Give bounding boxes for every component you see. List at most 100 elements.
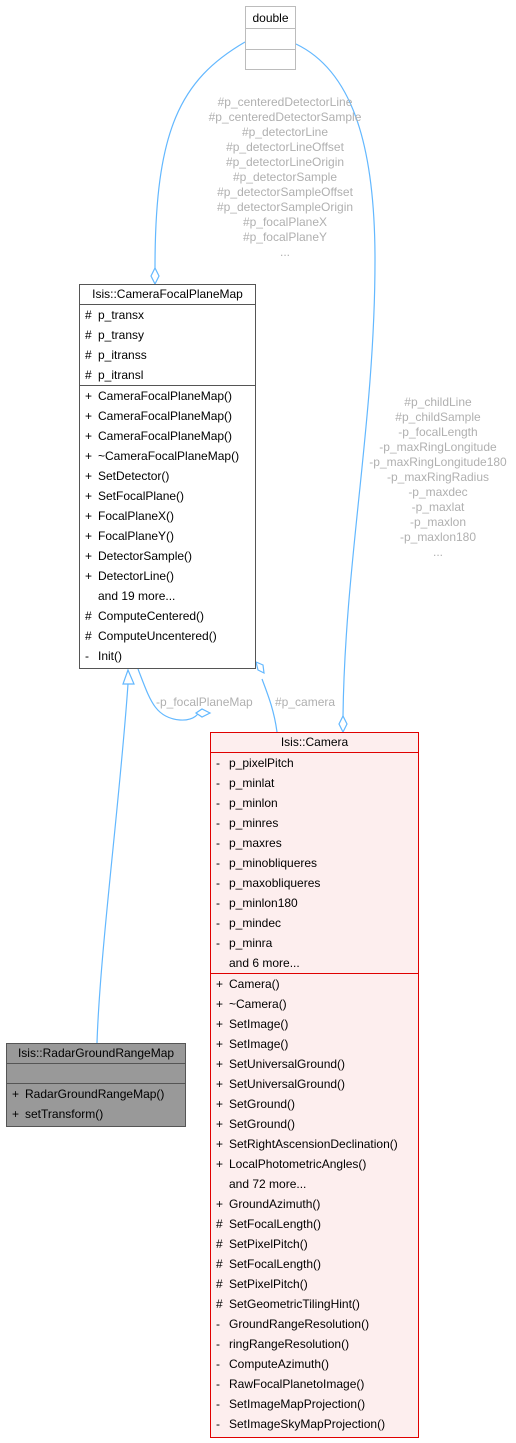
method-row[interactable]: #SetPixelPitch() (216, 1277, 308, 1291)
attribute-row[interactable]: -p_mindec (216, 916, 282, 930)
diamond-focalplanemap-double (150, 266, 160, 286)
method-row[interactable]: #ComputeUncentered() (85, 629, 217, 643)
method-row[interactable]: +CameraFocalPlaneMap() (85, 429, 233, 443)
attribute-row[interactable]: #p_transx (85, 308, 145, 322)
method-row[interactable]: +SetDetector() (85, 469, 170, 483)
attribute-row-more[interactable]: and 6 more... (229, 956, 300, 970)
method-row[interactable]: +CameraFocalPlaneMap() (85, 389, 233, 403)
attribute-row[interactable]: #p_transy (85, 328, 145, 342)
attribute-row[interactable]: #p_itranss (85, 348, 147, 362)
method-row[interactable]: +DetectorLine() (85, 569, 175, 583)
class-attributes (7, 1064, 185, 1084)
edge-label-line: #p_detectorLine (241, 125, 329, 139)
method-row[interactable]: #ComputeCentered() (85, 609, 205, 623)
method-row[interactable]: -Init() (85, 649, 122, 663)
method-row[interactable]: +SetUniversalGround() (216, 1077, 346, 1091)
attribute-row[interactable]: -p_minra (216, 936, 273, 950)
class-title: double (246, 7, 295, 29)
edge-label-line: #p_childSample (395, 410, 481, 424)
diamond-camera-double (338, 714, 348, 734)
method-row[interactable]: +SetGround() (216, 1117, 296, 1131)
edge-label-line: #p_childLine (404, 395, 472, 409)
attribute-row[interactable]: -p_minres (216, 816, 279, 830)
method-row[interactable]: -ringRangeResolution() (216, 1337, 350, 1351)
edge-label-line: -p_maxlon (409, 515, 467, 529)
diamond-camera-focalplanemap (194, 708, 212, 718)
method-row[interactable]: +~CameraFocalPlaneMap() (85, 449, 240, 463)
edge-label-line: -p_maxRingRadius (386, 470, 490, 484)
method-row[interactable]: +CameraFocalPlaneMap() (85, 409, 233, 423)
edge-label-line: ... (432, 545, 443, 559)
method-row[interactable]: #SetGeometricTilingHint() (216, 1297, 360, 1311)
method-row[interactable]: +SetImage() (216, 1037, 289, 1051)
edge-label-line: -p_maxlon180 (399, 530, 477, 544)
edge-label-line: -p_maxdec (408, 485, 468, 499)
edge-label-line: -p_focalLength (398, 425, 478, 439)
method-row[interactable]: +Camera() (216, 977, 280, 991)
class-attributes: -p_pixelPitch -p_minlat -p_minlon -p_min… (211, 753, 418, 974)
method-row[interactable]: -ComputeAzimuth() (216, 1357, 330, 1371)
edge-label-line: -p_maxlat (411, 500, 465, 514)
method-row[interactable]: +LocalPhotometricAngles() (216, 1157, 367, 1171)
method-row[interactable]: #SetPixelPitch() (216, 1237, 308, 1251)
diamond-focalplanemap-camera (255, 660, 265, 675)
class-methods: +Camera() +~Camera() +SetImage() +SetIma… (211, 974, 418, 1434)
attribute-row[interactable]: -p_minlat (216, 776, 275, 790)
method-row-more[interactable]: and 72 more... (229, 1177, 307, 1191)
method-row[interactable]: -GroundRangeResolution() (216, 1317, 370, 1331)
edge-label-line: #p_detectorLineOffset (226, 140, 344, 154)
method-row[interactable]: -RawFocalPlanetoImage() (216, 1377, 365, 1391)
edge-label-focal-plane-map: -p_focalPlaneMap (156, 695, 253, 709)
edge-label-line: #p_focalPlaneY (242, 230, 328, 244)
method-row[interactable]: +RadarGroundRangeMap() (12, 1087, 165, 1101)
attribute-row[interactable]: -p_maxres (216, 836, 282, 850)
attribute-row[interactable]: -p_pixelPitch (216, 756, 294, 770)
attribute-row[interactable]: -p_minlon (216, 796, 278, 810)
method-row[interactable]: +setTransform() (12, 1107, 104, 1121)
edge-radar-inherits-focalplanemap (96, 683, 129, 1044)
method-row[interactable]: +SetImage() (216, 1017, 289, 1031)
attribute-row[interactable]: -p_minobliqueres (216, 856, 318, 870)
edge-label-line: -p_maxRingLongitude (379, 440, 497, 454)
edge-double-to-camera (295, 43, 376, 717)
class-radar-ground-range-map[interactable]: Isis::RadarGroundRangeMap +RadarGroundRa… (6, 1043, 186, 1127)
class-attributes: #p_transx #p_transy #p_itranss #p_itrans… (80, 305, 255, 386)
class-methods: +RadarGroundRangeMap() +setTransform() (7, 1084, 185, 1124)
attribute-row[interactable]: #p_itransl (85, 368, 144, 382)
edge-label-double-camera: #p_childLine #p_childSample -p_focalLeng… (358, 395, 516, 560)
class-camera-focal-plane-map[interactable]: Isis::CameraFocalPlaneMap #p_transx #p_t… (79, 284, 256, 669)
edge-label-line: #p_centeredDetectorLine (217, 95, 353, 109)
method-row[interactable]: +SetRightAscensionDeclination() (216, 1137, 398, 1151)
edge-label-line: -p_maxRingLongitude180 (369, 455, 507, 469)
method-row[interactable]: #SetFocalLength() (216, 1217, 322, 1231)
class-title: Isis::RadarGroundRangeMap (7, 1044, 185, 1064)
class-camera[interactable]: Isis::Camera -p_pixelPitch -p_minlat -p_… (210, 732, 419, 1438)
method-row[interactable]: +FocalPlaneX() (85, 509, 175, 523)
edge-label-line: #p_focalPlaneX (242, 215, 328, 229)
edge-label-double-focalplanemap: #p_centeredDetectorLine #p_centeredDetec… (190, 95, 380, 260)
attribute-row[interactable]: -p_minlon180 (216, 896, 298, 910)
method-row[interactable]: #SetFocalLength() (216, 1257, 322, 1271)
edge-camera-to-focalplanemap (261, 678, 278, 733)
method-row[interactable]: +SetUniversalGround() (216, 1057, 346, 1071)
method-row[interactable]: -SetImageMapProjection() (216, 1397, 366, 1411)
method-row[interactable]: -SetImageSkyMapProjection() (216, 1417, 386, 1431)
method-row[interactable]: +FocalPlaneY() (85, 529, 175, 543)
class-attributes (246, 29, 295, 50)
edge-label-line: ... (279, 245, 290, 259)
edge-label-line: #p_detectorSampleOffset (217, 185, 353, 199)
method-row[interactable]: +DetectorSample() (85, 549, 193, 563)
method-row[interactable]: +SetGround() (216, 1097, 296, 1111)
edge-label-line: #p_detectorSample (232, 170, 338, 184)
edge-double-to-focalplanemap (154, 41, 246, 269)
method-row[interactable]: +~Camera() (216, 997, 287, 1011)
attribute-row[interactable]: -p_maxobliqueres (216, 876, 321, 890)
class-title: Isis::CameraFocalPlaneMap (80, 285, 255, 305)
class-double[interactable]: double (245, 6, 296, 70)
method-row[interactable]: +SetFocalPlane() (85, 489, 185, 503)
edge-label-line: #p_centeredDetectorSample (208, 110, 362, 124)
edge-label-line: #p_detectorLineOrigin (225, 155, 345, 169)
method-row[interactable]: +GroundAzimuth() (216, 1197, 321, 1211)
method-row-more[interactable]: and 19 more... (98, 589, 176, 603)
